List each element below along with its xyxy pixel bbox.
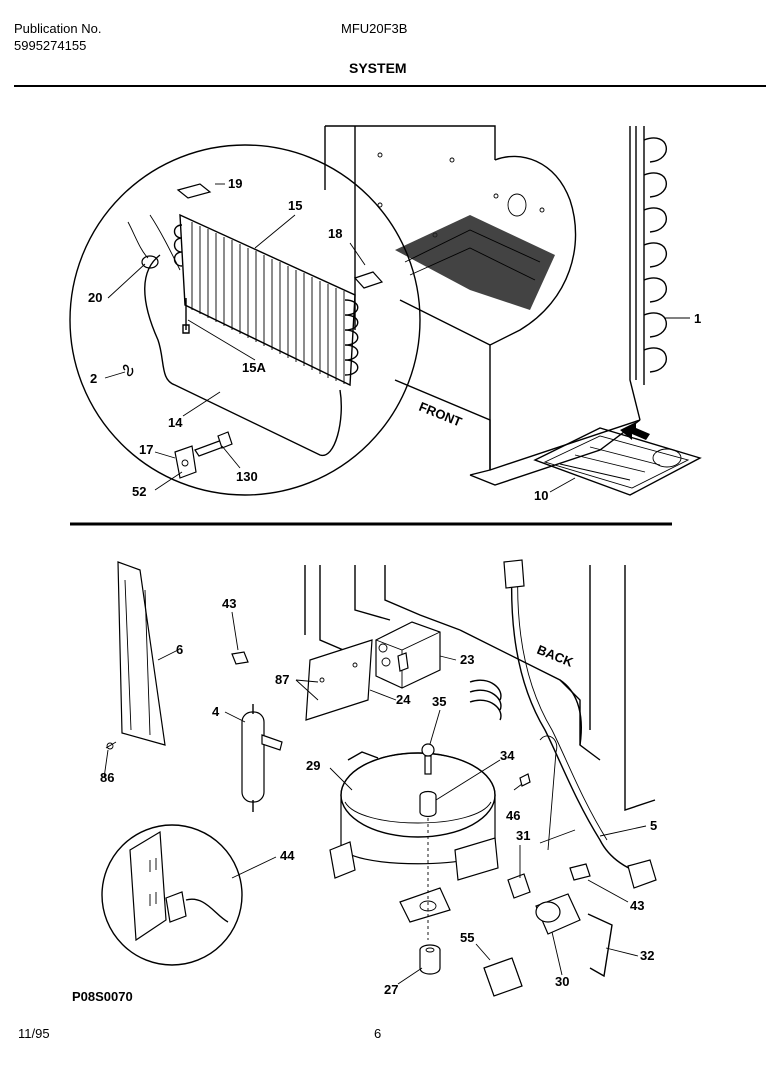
callout-15: 15 [288,198,302,213]
callout-24: 24 [396,692,411,707]
callout-10: 10 [534,488,548,503]
freezer-cabinet-drawing [324,125,641,486]
callout-15a: 15A [242,360,266,375]
grommet-part-27 [419,944,441,975]
screw-part-46 [519,773,531,787]
callout-1: 1 [694,311,701,326]
callout-43b: 43 [630,898,644,913]
callout-5: 5 [650,818,657,833]
section-title: SYSTEM [349,60,407,76]
callout-19: 19 [228,176,242,191]
callout-35: 35 [432,694,446,709]
callout-52: 52 [132,484,146,499]
bottom-leader-lines [103,611,647,985]
callout-55: 55 [460,930,474,945]
callout-18: 18 [328,226,342,241]
callout-130: 130 [236,469,258,484]
callout-46: 46 [506,808,520,823]
back-panel-part-6 [105,561,166,750]
outlet-detail-circle [101,824,243,966]
model-number: MFU20F3B [341,21,408,36]
relay-bracket [305,621,441,721]
callout-29: 29 [306,758,320,773]
top-leader-lines [104,183,690,493]
bolt-and-grommet [419,743,437,940]
callout-4: 4 [212,704,220,719]
callout-14: 14 [168,415,183,430]
callout-17: 17 [139,442,153,457]
page-number: 6 [374,1026,382,1041]
callout-23: 23 [460,652,474,667]
callout-32: 32 [640,948,654,963]
compressor-part-29 [329,751,499,923]
callout-86: 86 [100,770,114,785]
front-label: FRONT [417,399,464,430]
power-cord-part-5 [469,559,657,889]
callout-31: 31 [516,828,530,843]
drawing-code: P08S0070 [72,989,133,1004]
callout-43a: 43 [222,596,236,611]
callout-20: 20 [88,290,102,305]
callout-6: 6 [176,642,183,657]
callout-2: 2 [90,371,97,386]
publication-label: Publication No. [14,21,102,36]
drier-part-4 [241,704,283,812]
callout-34: 34 [500,748,515,763]
evaporator-detail-circle [69,144,421,496]
clip-part-43 [231,651,249,665]
clip-part-43b [569,863,591,881]
drain-pan [533,422,702,496]
callout-87: 87 [275,672,289,687]
publication-number: 5995274155 [14,38,87,53]
callout-44: 44 [280,848,295,863]
relay-overload-assembly [483,873,613,997]
footer-date: 11/95 [18,1026,50,1041]
callout-27: 27 [384,982,398,997]
back-label: BACK [535,642,576,670]
condenser-coil [635,126,667,385]
callout-30: 30 [555,974,569,989]
cabinet-back-drawing [304,565,656,811]
